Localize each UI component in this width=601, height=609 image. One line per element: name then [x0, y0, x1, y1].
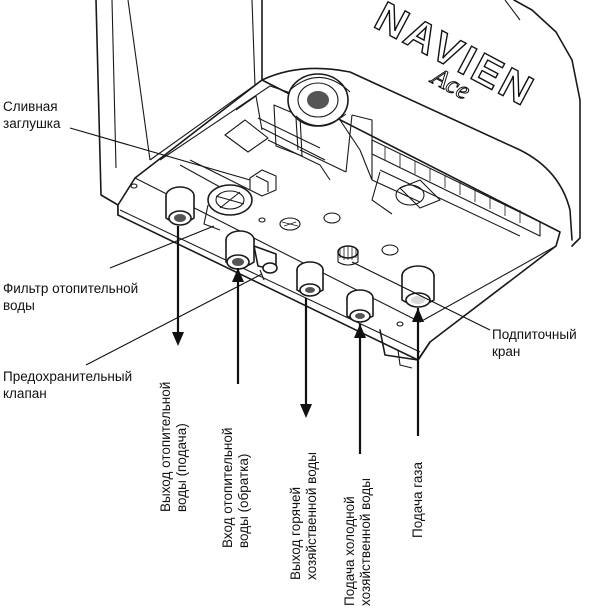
- label-make-up-valve-line2: кран: [492, 344, 521, 359]
- label-safety-valve-line2: клапан: [3, 386, 47, 401]
- label-drain-plug-line2: заглушка: [3, 116, 61, 131]
- label-heating-filter-line1: Фильтр отопительной: [3, 281, 139, 296]
- connection-arrows: [172, 226, 424, 454]
- leader-lines: [69, 127, 491, 366]
- heating-return-fitting: [225, 230, 278, 281]
- label-dhw-outlet: Выход горячей хозяйственной воды: [288, 452, 320, 580]
- label-heating-filter: Фильтр отопительной воды: [3, 280, 138, 314]
- arrow-heating-return: [232, 268, 244, 384]
- label-drain-plug-line1: Сливная: [3, 99, 58, 114]
- leader-safety-valve: [85, 273, 263, 366]
- dhw-outlet-fitting: [296, 261, 324, 297]
- leader-heating-filter: [109, 225, 215, 269]
- label-cold-inlet-line2: хозяйственной воды: [358, 478, 373, 606]
- label-gas-inlet-line1: Подача газа: [410, 462, 425, 538]
- label-make-up-valve: Подпиточный кран: [492, 326, 577, 360]
- label-gas-inlet: Подача газа: [410, 462, 426, 538]
- label-heating-return-line2: воды (обратка): [236, 453, 251, 548]
- cold-inlet-fitting: [346, 289, 374, 323]
- label-dhw-outlet-line2: хозяйственной воды: [304, 452, 319, 580]
- label-dhw-outlet-line1: Выход горячей: [288, 486, 303, 580]
- arrow-cold-inlet: [354, 324, 366, 454]
- label-safety-valve-line1: Предохранительный: [3, 369, 133, 384]
- label-heating-filter-line2: воды: [3, 298, 35, 313]
- label-cold-inlet: Подача холодной хозяйственной воды: [342, 478, 374, 606]
- make-up-valve-part: [337, 245, 359, 266]
- leader-drain-plug: [69, 127, 251, 181]
- heat-exchanger: [371, 139, 541, 237]
- label-drain-plug: Сливная заглушка: [3, 98, 61, 132]
- label-heating-return-line1: Вход отопительной: [220, 427, 235, 548]
- heating-supply-fitting: [165, 186, 195, 226]
- label-heating-supply: Выход отопительной воды (подача): [158, 382, 190, 512]
- label-make-up-valve-line1: Подпиточный: [492, 327, 577, 342]
- fan-assembly: [287, 73, 373, 181]
- drain-plug-part: [249, 169, 277, 197]
- gas-inlet-fitting: [401, 265, 435, 308]
- label-heating-return: Вход отопительной воды (обратка): [220, 428, 252, 548]
- arrow-heating-supply: [172, 226, 184, 346]
- filter-fitting: [203, 184, 253, 231]
- label-cold-inlet-line1: Подача холодной: [342, 496, 357, 606]
- label-heating-supply-line1: Выход отопительной: [158, 381, 173, 512]
- arrow-gas-inlet: [412, 308, 424, 436]
- leader-make-up-valve: [351, 261, 491, 331]
- label-safety-valve: Предохранительный клапан: [3, 368, 132, 402]
- label-heating-supply-line2: воды (подача): [174, 423, 189, 512]
- arrow-dhw-outlet: [300, 298, 312, 418]
